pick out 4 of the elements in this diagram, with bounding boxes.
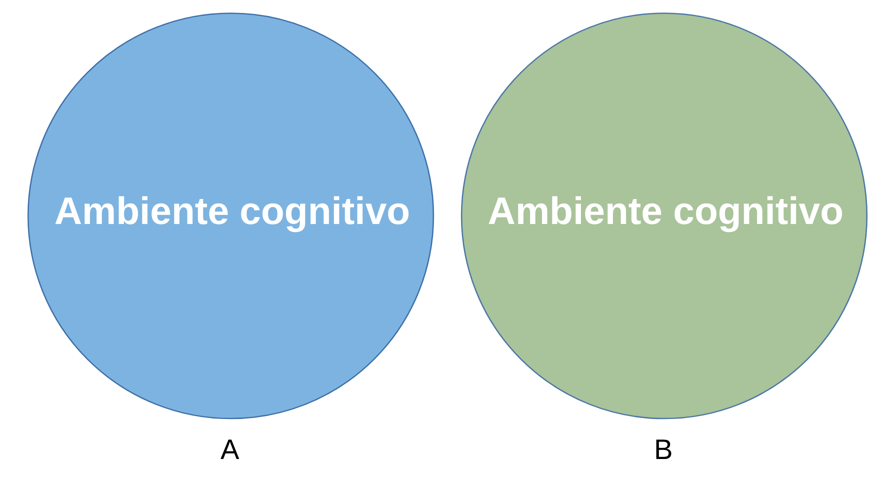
- node-circle: Ambiente cognitivo: [460, 12, 868, 420]
- node-label: A: [220, 434, 240, 465]
- node-label: B: [654, 434, 673, 465]
- node-circle: Ambiente cognitivo: [27, 12, 434, 420]
